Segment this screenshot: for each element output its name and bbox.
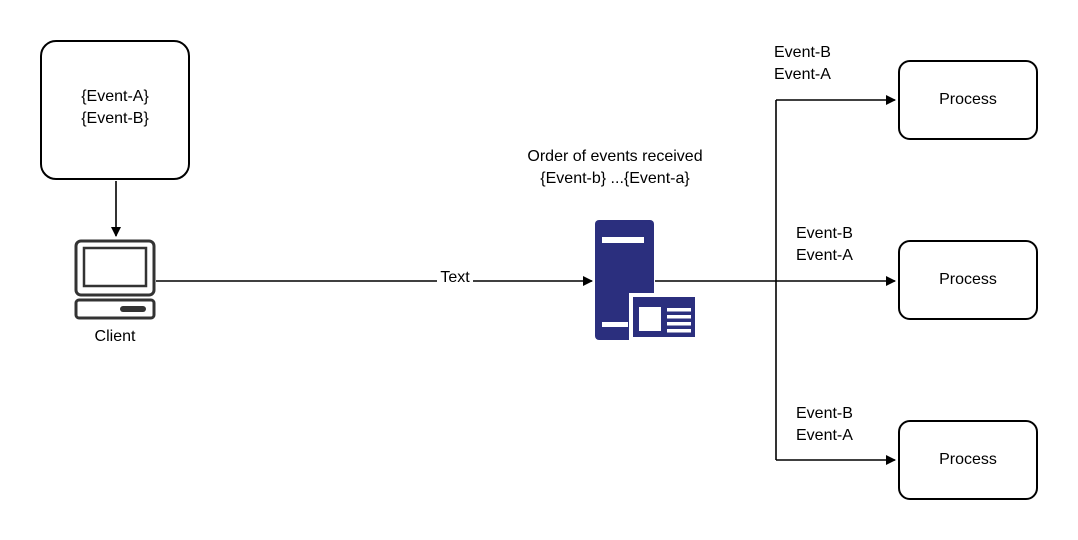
source-event-line: {Event-A} (81, 88, 149, 105)
client-caption: Client (94, 328, 136, 345)
server-caption-line: Order of events received (527, 148, 703, 165)
branch-event-line: Event-A (774, 66, 831, 83)
process-box-3: Process (898, 420, 1038, 500)
process-label: Process (939, 451, 997, 468)
branch-event-line: Event-B (774, 44, 831, 61)
process-label: Process (939, 91, 997, 108)
branch-event-line: Event-B (796, 225, 853, 242)
process-label: Process (939, 271, 997, 288)
computer-icon (74, 239, 156, 320)
server-caption-line: {Event-b} ...{Event-a} (540, 170, 690, 187)
branch-1-events: Event-B Event-A (774, 42, 831, 86)
server-icon (595, 220, 699, 341)
server-order-caption: Order of events received {Event-b} ...{E… (500, 146, 730, 190)
source-events-text: {Event-A} {Event-B} (40, 86, 190, 130)
process-box-2: Process (898, 240, 1038, 320)
source-events-box (40, 40, 190, 180)
process-box-1: Process (898, 60, 1038, 140)
branch-event-line: Event-B (796, 405, 853, 422)
source-event-line: {Event-B} (81, 110, 149, 127)
edge-label-text: Text (437, 267, 473, 289)
branch-event-line: Event-A (796, 427, 853, 444)
branch-3-events: Event-B Event-A (796, 403, 853, 447)
branch-2-events: Event-B Event-A (796, 223, 853, 267)
branch-event-line: Event-A (796, 247, 853, 264)
